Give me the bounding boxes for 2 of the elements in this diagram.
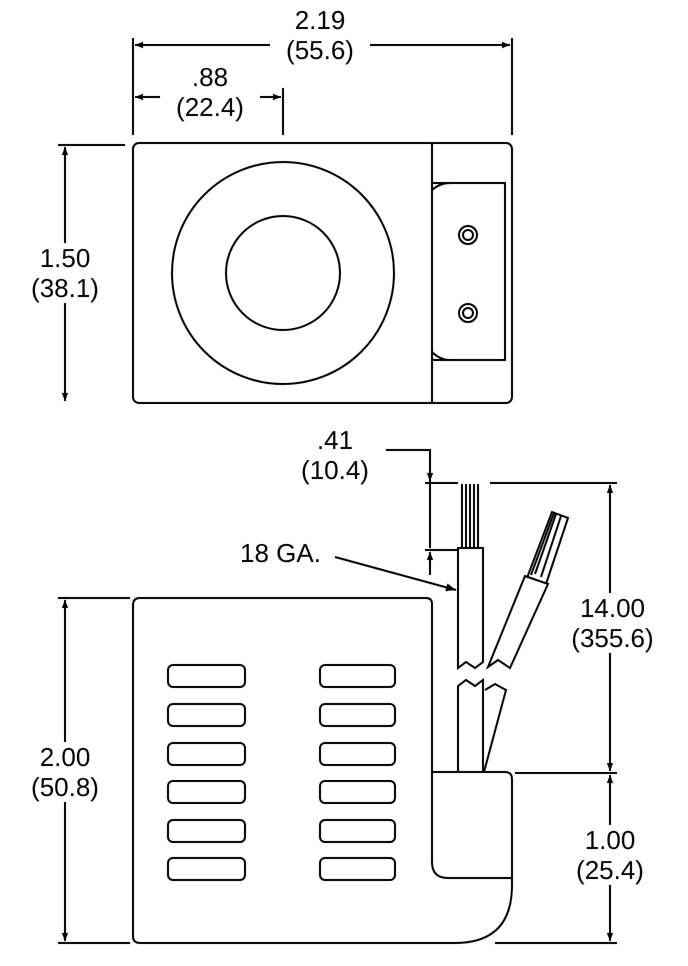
leader-line: [334, 556, 456, 592]
wire-drawing: [457, 483, 570, 773]
